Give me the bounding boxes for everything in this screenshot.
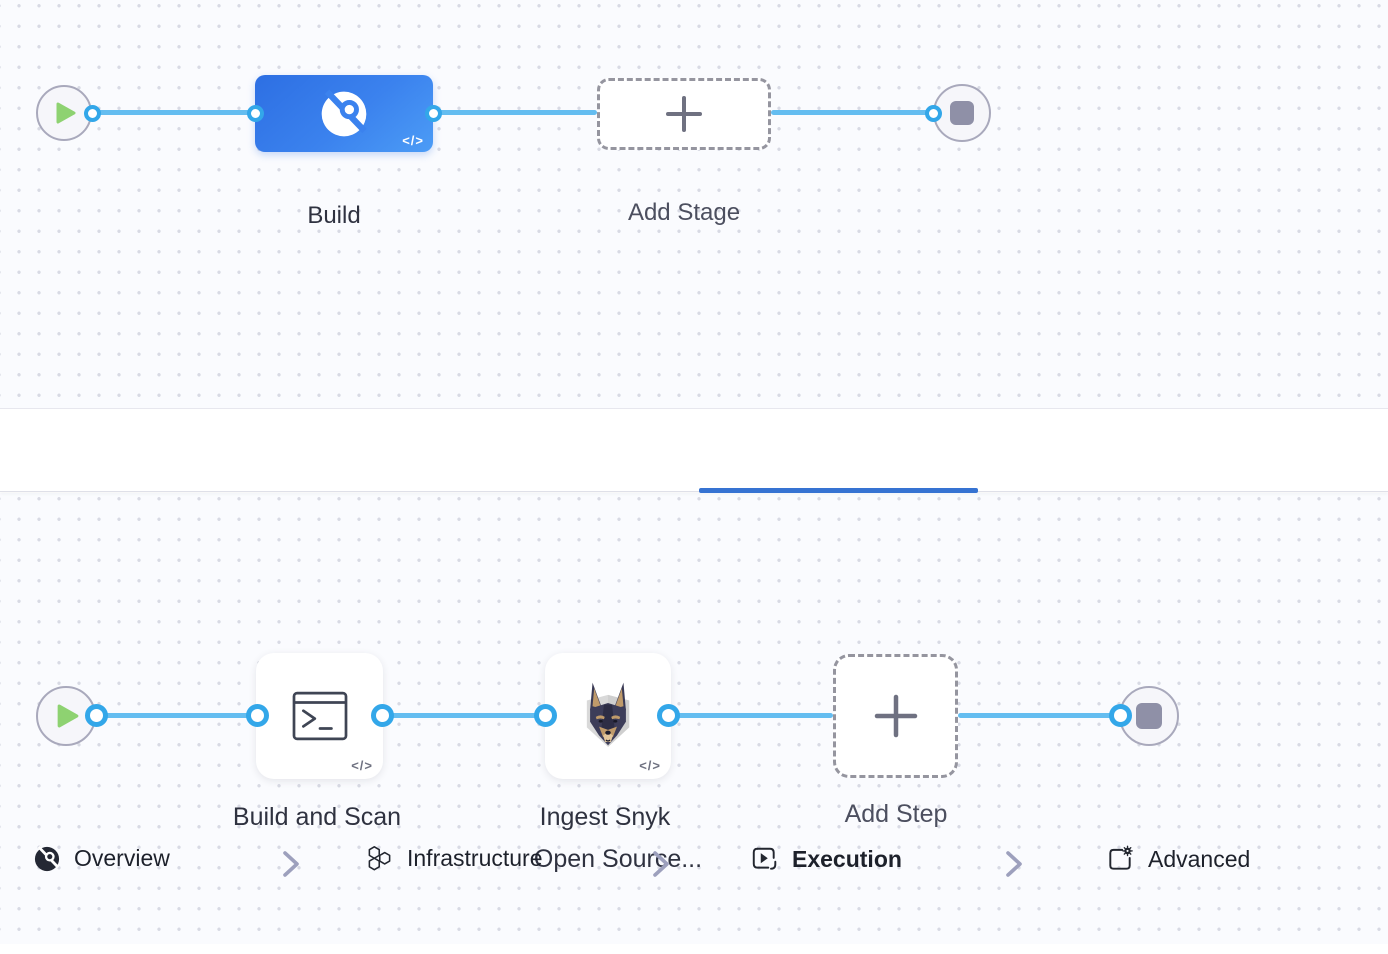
edge-connector[interactable] xyxy=(534,704,557,727)
active-tab-underline xyxy=(699,488,978,493)
step-edge xyxy=(958,713,1120,718)
terminal-icon xyxy=(292,691,347,741)
tab-label: Advanced xyxy=(1148,845,1251,872)
play-icon xyxy=(56,102,76,124)
stage-canvas[interactable]: </> Build Add Stage xyxy=(0,0,1388,408)
edge-connector[interactable] xyxy=(371,704,394,727)
tab-advanced[interactable]: Advanced xyxy=(1106,845,1250,873)
panel-gear-icon xyxy=(1109,845,1133,870)
play-icon xyxy=(57,704,79,728)
stop-icon xyxy=(1136,703,1162,729)
step-node-ingest-snyk[interactable]: </> xyxy=(545,653,671,779)
ci-build-icon xyxy=(34,845,60,871)
chevron-right-icon xyxy=(1006,851,1022,877)
ci-build-icon xyxy=(321,89,367,136)
stage-node-build[interactable]: </> xyxy=(255,75,433,152)
step-node-build-and-scan[interactable]: </> xyxy=(256,653,383,779)
code-badge: </> xyxy=(351,758,373,773)
pipeline-start-node xyxy=(36,85,92,141)
edge-connector[interactable] xyxy=(1109,704,1132,727)
chevron-right-icon xyxy=(653,851,669,877)
code-badge: </> xyxy=(639,758,661,773)
hexagons-icon xyxy=(368,846,391,871)
stage-edge xyxy=(92,110,255,115)
stage-label: Build xyxy=(307,202,361,229)
play-square-icon xyxy=(752,847,777,870)
tab-execution[interactable]: Execution xyxy=(750,845,902,873)
tab-overview[interactable]: Overview xyxy=(34,845,170,872)
snyk-dog-icon xyxy=(586,682,630,747)
stage-edge xyxy=(771,110,933,115)
canvas-bottom-strip xyxy=(0,944,1388,954)
edge-connector[interactable] xyxy=(425,105,442,122)
add-step-button[interactable] xyxy=(833,654,958,778)
step-label-line2: Open Source... xyxy=(533,845,703,873)
stop-icon xyxy=(950,101,974,125)
edge-connector[interactable] xyxy=(657,704,680,727)
chevron-right-icon xyxy=(283,851,299,877)
stage-edge xyxy=(433,110,597,115)
execution-step-canvas[interactable]: </> </> xyxy=(0,493,1388,944)
tab-infrastructure[interactable]: Infrastructure xyxy=(366,845,543,872)
edge-connector[interactable] xyxy=(84,105,101,122)
step-edge xyxy=(96,713,257,718)
tab-label: Overview xyxy=(74,845,170,871)
tab-label: Execution xyxy=(792,845,902,872)
edge-connector[interactable] xyxy=(246,704,269,727)
step-edge xyxy=(668,713,833,718)
pipeline-end-node xyxy=(933,84,991,142)
add-stage-label: Add Stage xyxy=(627,199,741,226)
stage-tab-bar: Overview Infrastructure Execution xyxy=(0,408,1388,877)
plus-icon xyxy=(666,96,702,132)
step-label-line1: Ingest Snyk xyxy=(539,803,671,831)
step-label: Build and Scan xyxy=(232,803,402,831)
code-badge: </> xyxy=(402,133,424,148)
add-step-label: Add Step xyxy=(844,800,948,828)
gear xyxy=(1122,845,1133,857)
add-stage-button[interactable] xyxy=(597,78,771,150)
step-edge xyxy=(382,713,545,718)
edge-connector[interactable] xyxy=(925,105,942,122)
plus-icon xyxy=(874,694,917,738)
tab-label: Infrastructure xyxy=(407,845,543,871)
edge-connector[interactable] xyxy=(247,105,264,122)
edge-connector[interactable] xyxy=(85,704,108,727)
